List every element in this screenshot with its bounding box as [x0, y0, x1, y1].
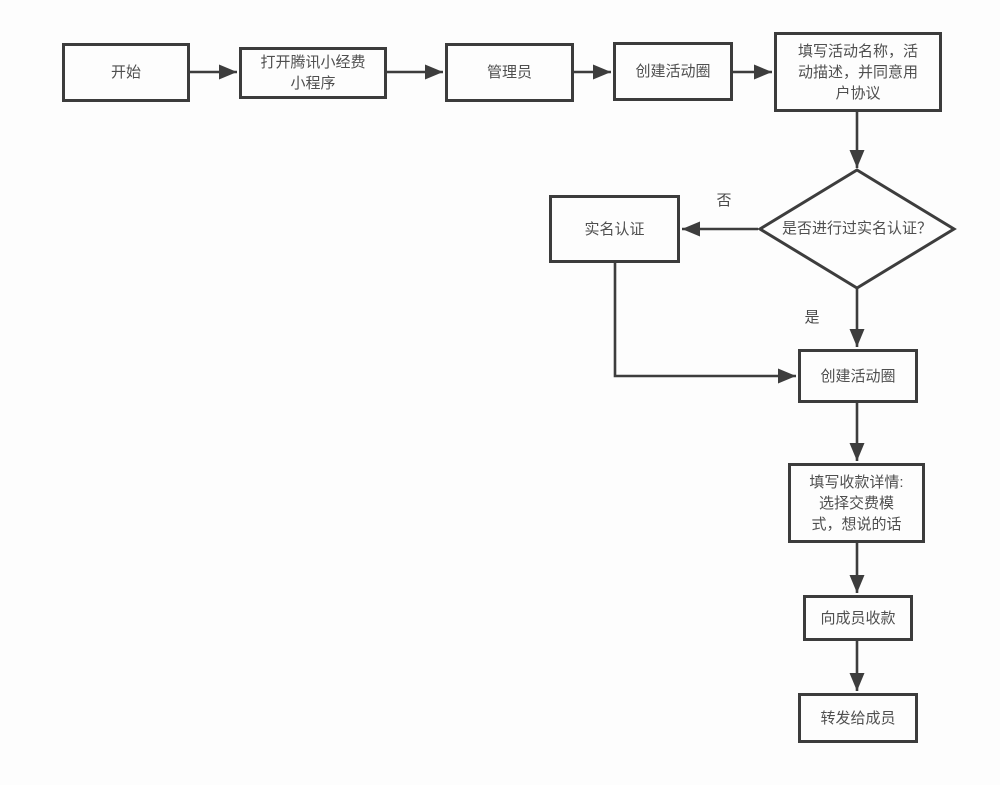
node-realname-auth: 实名认证 — [549, 195, 680, 263]
node-fill-activity-info: 填写活动名称，活 动描述，并同意用 户协议 — [774, 32, 942, 112]
node-admin: 管理员 — [445, 43, 574, 102]
node-fill-payment-details: 填写收款详情: 选择交费模 式，想说的话 — [788, 463, 925, 543]
node-forward-to-members: 转发给成员 — [798, 693, 918, 743]
node-create-circle-2: 创建活动圈 — [798, 349, 918, 403]
edge-label-no: 否 — [716, 192, 732, 209]
node-start: 开始 — [62, 43, 190, 102]
node-open-miniprogram: 打开腾讯小经费 小程序 — [239, 47, 387, 99]
decision-diamond-shape — [757, 168, 957, 290]
node-collect-from-members: 向成员收款 — [803, 595, 913, 641]
connector-realname-to-create2 — [613, 263, 796, 384]
node-decision-realname-label: 是否进行过实名认证？ — [781, 220, 932, 237]
node-create-circle-1: 创建活动圈 — [613, 42, 733, 101]
edge-label-yes: 是 — [804, 309, 820, 326]
